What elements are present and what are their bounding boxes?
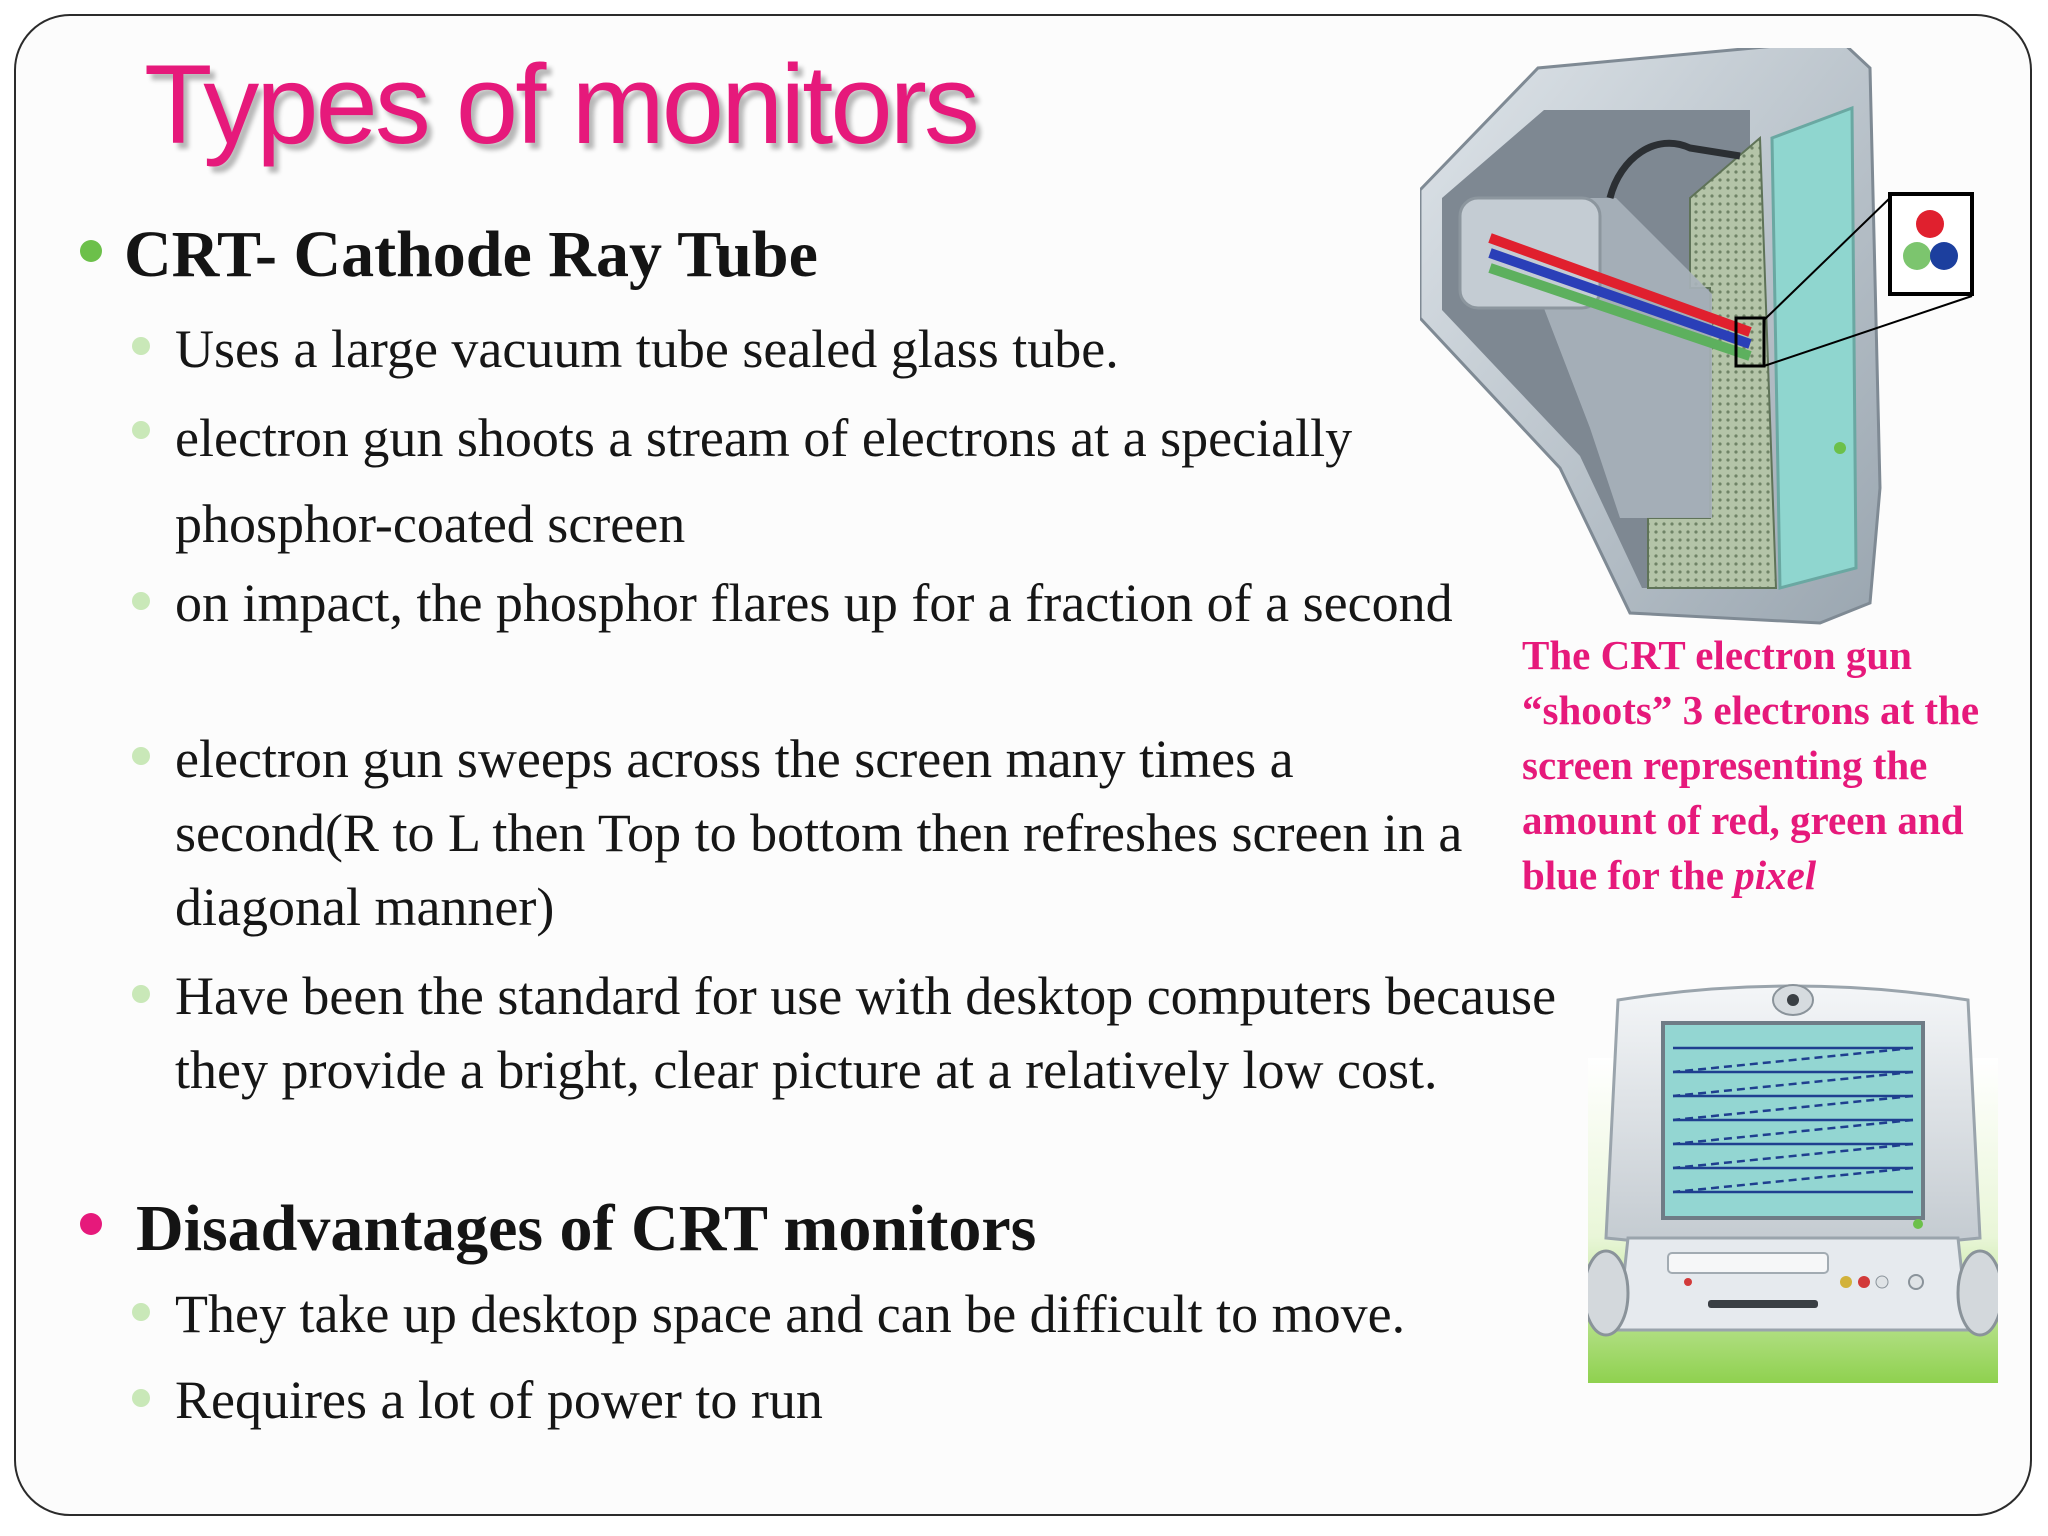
figure-caption: The CRT electron gun “shoots” 3 electron… (1522, 628, 1992, 903)
sub-bullet (132, 747, 150, 765)
section-bullet (80, 1213, 102, 1235)
sub-bullet (132, 1389, 150, 1407)
sub-bullet (132, 1303, 150, 1321)
section-heading-crt: CRT- Cathode Ray Tube (124, 218, 818, 291)
bullet-text: Requires a lot of power to run (175, 1370, 823, 1430)
sub-bullet (132, 421, 150, 439)
bullet-text: Have been the standard for use with desk… (175, 966, 1557, 1100)
crt-cutaway-illustration (1420, 48, 1974, 625)
caption-text: The CRT electron gun “shoots” 3 electron… (1522, 632, 1980, 898)
section-bullet (80, 240, 102, 262)
sub-bullet (132, 985, 150, 1003)
bullet-text: electron gun sweeps across the screen ma… (175, 729, 1463, 937)
caption-emphasis: pixel (1734, 852, 1817, 898)
bullet-text: electron gun shoots a stream of electron… (175, 408, 1353, 554)
bullet-text: Uses a large vacuum tube sealed glass tu… (175, 319, 1119, 379)
section-heading-disadvantages: Disadvantages of CRT monitors (136, 1192, 1037, 1265)
sub-bullet (132, 337, 150, 355)
scanning-monitor-illustration (1588, 984, 1998, 1383)
slide-title: Types of monitors (144, 42, 980, 167)
bullet-text: on impact, the phosphor flares up for a … (175, 573, 1453, 633)
bullet-text: They take up desktop space and can be di… (175, 1284, 1406, 1344)
sub-bullet (132, 592, 150, 610)
